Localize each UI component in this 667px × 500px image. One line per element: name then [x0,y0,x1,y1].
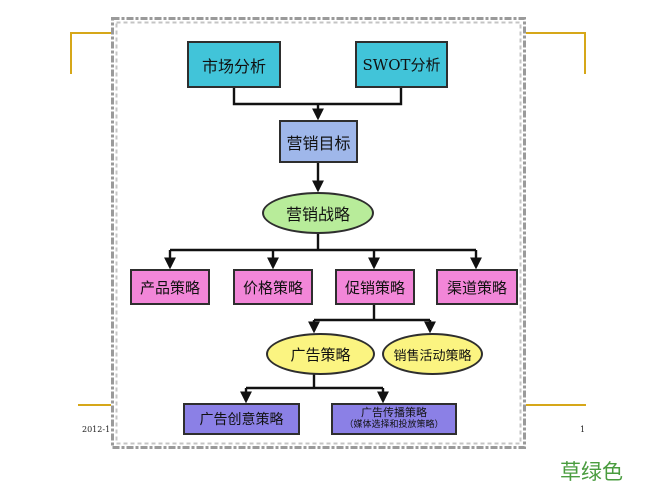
marketing-strategy-ellipse: 营销战略 [262,192,374,234]
ad-media-strategy-box: 广告传播策略 （媒体选择和投放策略） [331,403,457,435]
market-analysis-box: 市场分析 [187,41,281,88]
sales-activity-strategy-ellipse: 销售活动策略 [382,333,483,375]
color-caption: 草绿色 [560,460,623,484]
gold-line-top-left [70,32,111,34]
product-strategy-box: 产品策略 [130,269,210,305]
advertising-strategy-ellipse: 广告策略 [266,333,375,375]
footer-page-number: 1 [580,425,586,434]
gold-line-bottom-right [526,404,586,406]
ad-creative-strategy-box: 广告创意策略 [183,403,300,435]
price-strategy-box: 价格策略 [233,269,313,305]
ad-media-strategy-title: 广告传播策略 [361,406,427,419]
marketing-goal-box: 营销目标 [279,120,358,163]
footer-date: 2012-1 [82,425,111,434]
channel-strategy-box: 渠道策略 [436,269,518,305]
gold-line-top-left-vertical [70,32,72,74]
gold-line-top-right [526,32,586,34]
ad-media-strategy-subtitle: （媒体选择和投放策略） [344,420,444,430]
gold-line-top-right-vertical [584,32,586,74]
gold-line-bottom-left [78,404,111,406]
swot-analysis-box: SWOT分析 [355,41,448,88]
promotion-strategy-box: 促销策略 [335,269,415,305]
